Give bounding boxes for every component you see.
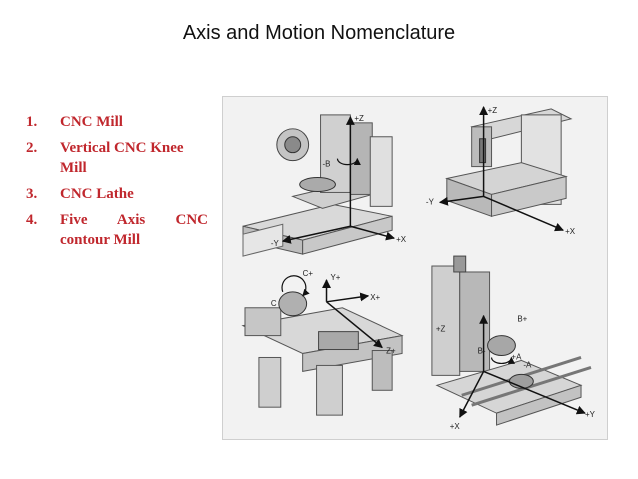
five-axis-mill-drawing: +Z B+ +A B- -A +Y +X bbox=[431, 255, 596, 431]
axis-label: X+ bbox=[370, 293, 380, 302]
axis-label: -Y bbox=[426, 197, 435, 206]
machine-type-list: 1. CNC Mill 2. Vertical CNC Knee Mill 3.… bbox=[26, 112, 208, 256]
vertical-knee-mill-drawing: +Z -Y +X bbox=[426, 106, 576, 236]
list-number: 4. bbox=[26, 212, 38, 228]
cnc-lathe-drawing: C+ C Y+ X+ Z+ bbox=[241, 269, 404, 416]
axis-label: +Z bbox=[436, 325, 446, 334]
axis-label: +A bbox=[511, 352, 522, 361]
axis-label: B- bbox=[478, 347, 486, 356]
machine-illustration: +Z -B -Y +X +Z -Y +X bbox=[241, 106, 596, 431]
axis-label: +X bbox=[450, 422, 461, 431]
axis-label: Z+ bbox=[386, 347, 396, 356]
axis-label: -B bbox=[323, 160, 331, 169]
list-text: CNC Mill bbox=[60, 114, 123, 130]
axis-label: +X bbox=[396, 235, 407, 244]
list-item: 1. CNC Mill bbox=[26, 112, 208, 132]
list-number: 2. bbox=[26, 140, 38, 156]
slide-title: Axis and Motion Nomenclature bbox=[182, 22, 456, 44]
axis-label: -A bbox=[523, 360, 532, 369]
list-text-continued: contour Mill bbox=[60, 232, 141, 248]
list-text: CNC Lathe bbox=[60, 186, 134, 202]
list-number: 3. bbox=[26, 186, 38, 202]
cnc-mill-drawing: +Z -B -Y +X bbox=[242, 114, 407, 257]
list-item: 2. Vertical CNC Knee Mill bbox=[26, 138, 208, 178]
list-item: 3. CNC Lathe bbox=[26, 184, 208, 204]
list-text-continued: Mill bbox=[60, 160, 87, 176]
list-text: Five Axis CNC bbox=[60, 212, 208, 228]
axis-label: B+ bbox=[517, 315, 527, 324]
axis-label: +X bbox=[565, 227, 576, 236]
list-item: 4. Five Axis CNC contour Mill bbox=[26, 210, 208, 250]
axis-label: C bbox=[271, 299, 277, 308]
axis-label: -Y bbox=[271, 239, 280, 248]
axis-label: +Z bbox=[354, 114, 364, 123]
list-text: Vertical CNC Knee bbox=[60, 140, 184, 156]
list-number: 1. bbox=[26, 114, 38, 130]
axis-label: Y+ bbox=[330, 273, 340, 282]
machine-axes-figure: +Z -B -Y +X +Z -Y +X bbox=[222, 96, 608, 440]
axis-label: +Y bbox=[585, 410, 596, 419]
axis-label: +Z bbox=[488, 106, 498, 115]
axis-label: C+ bbox=[303, 269, 314, 278]
